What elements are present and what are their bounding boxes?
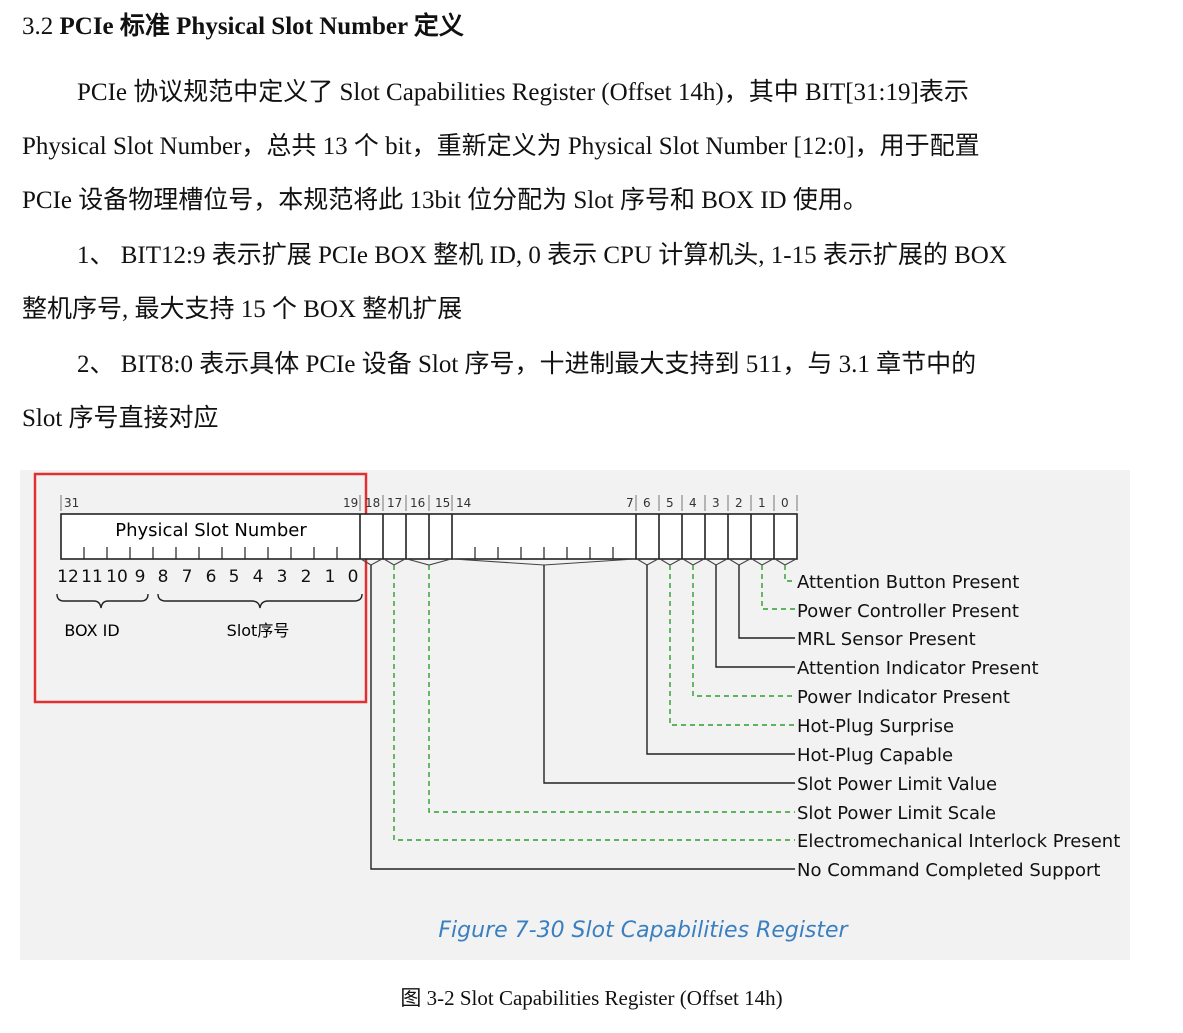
bit-label: 5 <box>666 496 674 510</box>
sub-bit-number: 0 <box>348 567 359 587</box>
bit-label: 19 <box>343 496 358 510</box>
physical-slot-number-label: Physical Slot Number <box>115 520 307 541</box>
field-power-controller-present: Power Controller Present <box>797 601 1019 622</box>
paragraph-line: PCIe 设备物理槽位号，本规范将此 13bit 位分配为 Slot 序号和 B… <box>22 187 868 214</box>
field-hot-plug-surprise: Hot-Plug Surprise <box>797 716 954 737</box>
bit-label: 17 <box>387 496 402 510</box>
field-no-command-completed-support: No Command Completed Support <box>797 860 1101 881</box>
sub-bit-number: 12 <box>57 567 79 587</box>
list-item-continued: Slot 序号直接对应 <box>22 405 219 432</box>
paragraph-line: PCIe 协议规范中定义了 Slot Capabilities Register… <box>77 79 969 106</box>
field-attention-button-present: Attention Button Present <box>797 572 1019 593</box>
bit-label: 6 <box>643 496 651 510</box>
sub-bit-number: 11 <box>81 567 103 587</box>
field-electromechanical-interlock-present: Electromechanical Interlock Present <box>797 831 1120 852</box>
bit-label: 7 <box>626 496 634 510</box>
slot-number-label: Slot序号 <box>227 621 290 640</box>
sub-bit-number: 7 <box>182 567 193 587</box>
sub-bit-number: 9 <box>135 567 146 587</box>
figure-caption: 图 3-2 Slot Capabilities Register (Offset… <box>400 986 783 1010</box>
bit-label: 31 <box>64 496 79 510</box>
slot-brace <box>157 593 363 609</box>
paragraph-line: Physical Slot Number，总共 13 个 bit，重新定义为 P… <box>22 133 980 160</box>
bit-label: 15 <box>435 496 450 510</box>
field-slot-power-limit-value: Slot Power Limit Value <box>797 774 997 795</box>
bit-label: 14 <box>456 496 471 510</box>
sub-bit-number: 8 <box>158 567 169 587</box>
bit-label: 1 <box>758 496 766 510</box>
section-heading: 3.2 PCIe 标准 Physical Slot Number 定义 <box>22 6 464 42</box>
bit-label: 18 <box>365 496 380 510</box>
field-attention-indicator-present: Attention Indicator Present <box>797 658 1039 679</box>
field-power-indicator-present: Power Indicator Present <box>797 687 1010 708</box>
field-mrl-sensor-present: MRL Sensor Present <box>797 629 976 650</box>
sub-bit-number: 10 <box>106 567 128 587</box>
list-item: 2、 BIT8:0 表示具体 PCIe 设备 Slot 序号，十进制最大支持到 … <box>77 351 977 378</box>
sub-bit-number: 2 <box>301 567 312 587</box>
list-item-continued: 整机序号, 最大支持 15 个 BOX 整机扩展 <box>22 296 463 323</box>
sub-bit-number: 3 <box>277 567 288 587</box>
figure-title: Figure 7-30 Slot Capabilities Register <box>438 918 849 943</box>
highlight-box <box>33 472 368 704</box>
sub-bit-number: 6 <box>206 567 217 587</box>
field-hot-plug-capable: Hot-Plug Capable <box>797 745 953 766</box>
section-title: PCIe 标准 Physical Slot Number 定义 <box>59 13 464 40</box>
sub-bit-number: 4 <box>253 567 264 587</box>
section-number: 3.2 <box>22 13 60 40</box>
bit-label: 16 <box>410 496 425 510</box>
bit-label: 3 <box>712 496 720 510</box>
bit-label: 4 <box>689 496 697 510</box>
bit-label: 0 <box>781 496 789 510</box>
box-id-brace <box>56 593 149 609</box>
field-slot-power-limit-scale: Slot Power Limit Scale <box>797 803 996 824</box>
sub-bit-number: 1 <box>325 567 336 587</box>
box-id-label: BOX ID <box>64 621 119 640</box>
list-item: 1、 BIT12:9 表示扩展 PCIe BOX 整机 ID, 0 表示 CPU… <box>77 242 1007 269</box>
bit-label: 2 <box>735 496 743 510</box>
sub-bit-number: 5 <box>229 567 240 587</box>
